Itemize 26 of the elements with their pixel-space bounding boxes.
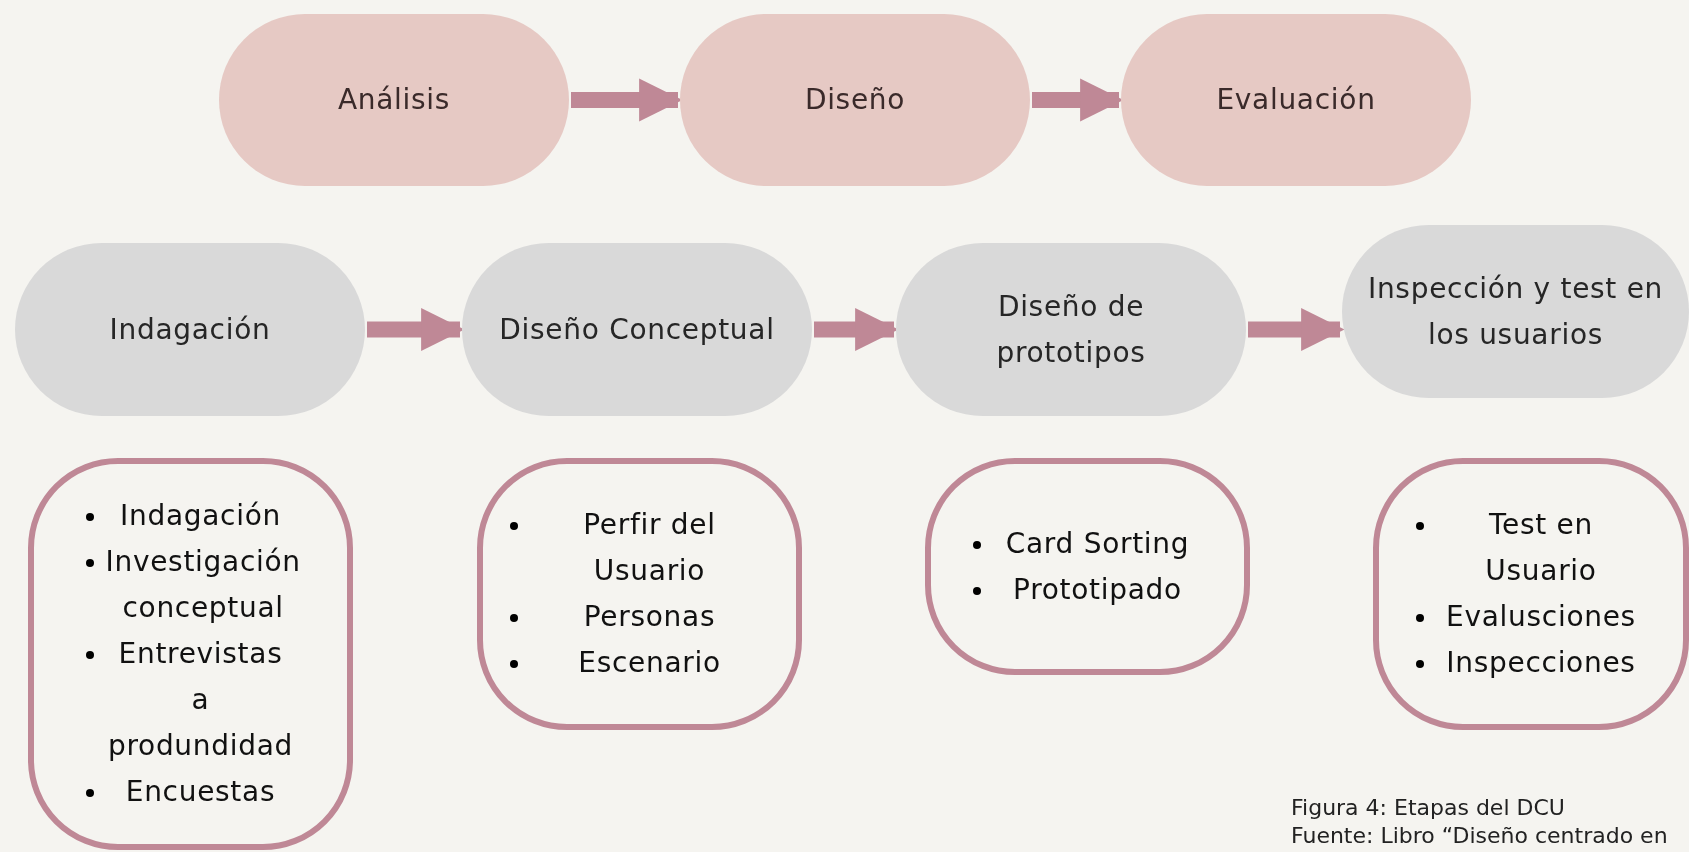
activity-box (1373, 458, 1689, 730)
list-item-text: Perfir del Usuario (582, 507, 717, 589)
stage-label: Diseño Conceptual (499, 311, 775, 348)
activity-box (28, 458, 353, 850)
list-item-text: Encuestas (124, 774, 277, 810)
figure-caption: Figura 4: Etapas del DCU (1291, 794, 1566, 822)
source-note: Fuente: Libro “Diseño centrado en (1291, 822, 1668, 850)
list-item-text: Investigación conceptual (104, 544, 301, 626)
stage-pill (1342, 225, 1689, 398)
list-item-text: Prototipado (1012, 571, 1183, 608)
list-item-text: Personas (582, 599, 717, 635)
stage-label: Diseño (804, 82, 906, 118)
stage-label: Inspección y test en los usuarios (1366, 270, 1665, 353)
list-item-text: Indagación (119, 498, 282, 534)
stage-label: Evaluación (1216, 82, 1376, 118)
list-item-text: Card Sorting (1004, 525, 1191, 562)
list-item-text: Evalusciones (1445, 599, 1637, 635)
stage-label: Análisis (337, 82, 451, 118)
activity-box (477, 458, 802, 730)
block-arrow (1248, 307, 1345, 352)
list-item-text: Test en Usuario (1484, 507, 1598, 589)
list-item-text: Inspecciones (1445, 645, 1637, 681)
list-item-text: Entrevistas a produndidad (107, 636, 294, 764)
list-item-text: Escenario (577, 645, 722, 681)
stage-label: Diseño de prototipos (995, 288, 1147, 371)
stage-label: Indagación (109, 311, 271, 348)
